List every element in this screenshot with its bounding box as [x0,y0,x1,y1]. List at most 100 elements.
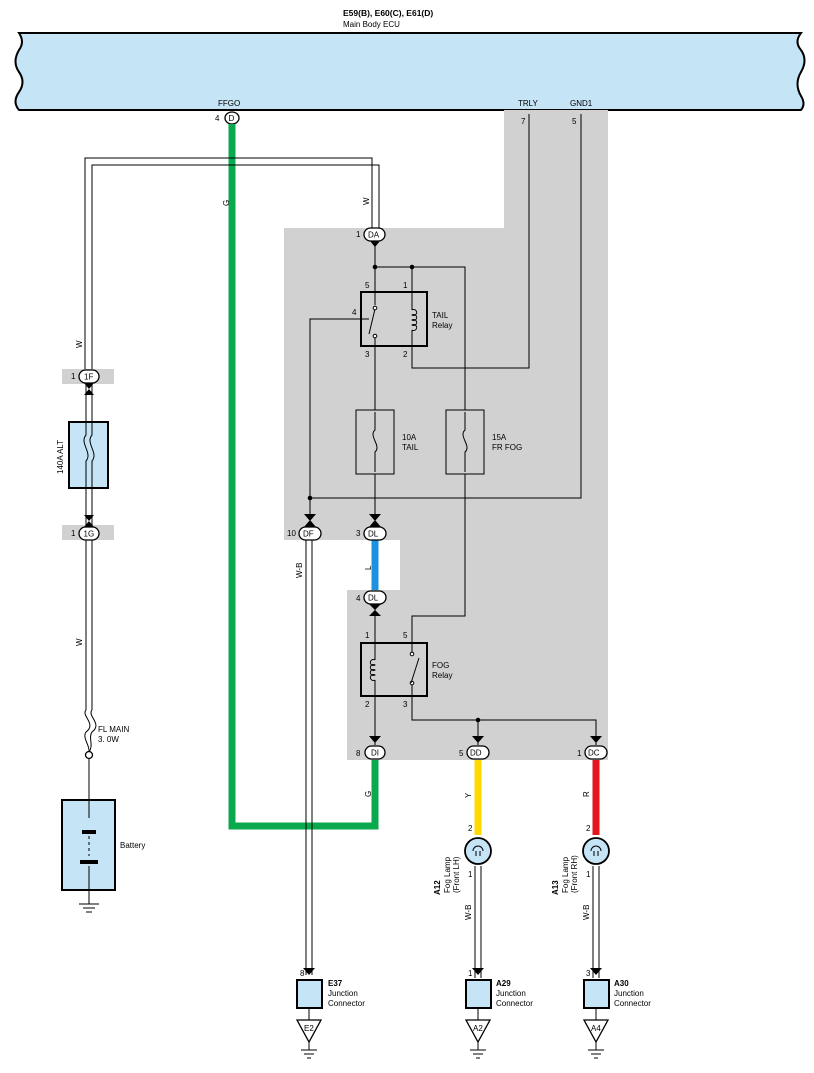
lamp-rh-code: A13 [551,880,560,895]
lamp-lh-name: Fog Lamp [443,856,452,893]
e37-line1: Junction [328,989,358,998]
wire-color-da: W [362,197,371,205]
ground-a4-label: A4 [591,1024,601,1033]
wire-color-lamp-rh: W-B [582,905,591,920]
fog-relay-pin-3: 3 [403,700,408,709]
wire-alt-links [85,384,93,525]
connector-dl-top: 3 DL [356,514,387,541]
pin-number-gnd1: 5 [572,117,577,126]
battery-label: Battery [120,841,145,850]
connector-1f-pin: 1 [71,372,76,381]
junction-connector-a29: 1 A29 Junction Connector A2 [464,969,533,1059]
lamp-lh-pin-bottom: 1 [468,870,473,879]
ecu-connectors-label: E59(B), E60(C), E61(D) [343,8,433,18]
wire-df-wb [305,540,313,975]
wire-w-outer [84,157,373,369]
lamp-rh-pin-top: 2 [586,824,591,833]
wire-color-alt-lower: W [75,638,84,646]
junction-connector-e37: 8 E37 Junction Connector E2 [295,969,365,1059]
lamp-rh-pin-bottom: 1 [586,870,591,879]
connector-dl-top-pin: 3 [356,529,361,538]
fuse-alt-label: 140A ALT [56,440,65,474]
connector-1g: 1 1G [71,515,100,541]
fog-relay-pin-1: 1 [365,631,370,640]
tail-relay-pin-3: 3 [365,350,370,359]
connector-dc: 1 DC [577,736,608,760]
fog-relay-pin-2: 2 [365,700,370,709]
wire-lamp-lh-ground [474,866,482,978]
a30-line1: Junction [614,989,644,998]
fuse-fr-fog: 15A FR FOG [445,409,522,475]
main-body-ecu [14,32,806,111]
connector-dl-top-code: DL [368,530,379,539]
fuse-tail-rating: 10A [402,433,417,442]
ground-a2-label: A2 [473,1024,483,1033]
lamp-rh-side: (Front RH) [570,855,579,893]
junction-block-shading [62,110,608,760]
fog-lamp-lh: 2 1 A12 Fog Lamp (Front LH) [433,824,492,895]
wire-color-df: W-B [295,563,304,578]
a30-pin: 3 [586,969,591,978]
fuse-fr-fog-rating: 15A [492,433,507,442]
a29-code: A29 [496,979,511,988]
lamp-lh-side: (Front LH) [452,856,461,893]
lamp-lh-code: A12 [433,880,442,895]
internal-circuit [307,114,597,745]
wire-ffgo-green [228,124,379,830]
pin-number-ffgo: 4 [215,114,220,123]
a29-line1: Junction [496,989,526,998]
ground-e2-label: E2 [304,1024,314,1033]
lamp-rh-name: Fog Lamp [561,856,570,893]
tail-relay-pin-1: 1 [403,281,408,290]
fog-relay-suffix: Relay [432,671,452,680]
connector-d: D [224,111,240,125]
connector-1f-code: 1F [84,373,93,382]
connector-df: 10 DF [287,514,322,541]
wire-color-alt: W [75,340,84,348]
wire-w-inner [91,164,380,369]
tail-relay: 5 1 4 3 2 TAIL Relay [352,281,452,359]
tail-relay-suffix: Relay [432,321,452,330]
a29-line2: Connector [496,999,533,1008]
junction-connector-a30: 3 A30 Junction Connector A4 [582,969,651,1059]
e37-code: E37 [328,979,343,988]
connector-dd: 5 DD [459,736,490,760]
fl-main-rating: 3. 0W [98,735,119,744]
connector-di: 8 DI [356,736,386,760]
lamp-lh-pin-top: 2 [468,824,473,833]
connector-df-code: DF [303,530,314,539]
fuse-fr-fog-name: FR FOG [492,443,522,452]
pin-label-ffgo: FFGO [218,99,240,108]
wire-lamp-rh-ground [592,866,600,978]
wire-color-dc: R [582,791,591,797]
fog-relay-pin-5: 5 [403,631,408,640]
wire-color-dd: Y [464,792,473,798]
fog-lamp-rh: 2 1 A13 Fog Lamp (Front RH) [551,824,610,895]
connector-dd-pin: 5 [459,749,464,758]
fuse-tail: 10A TAIL [355,409,419,475]
connector-da-pin: 1 [356,230,361,239]
connector-1g-code: 1G [84,530,95,539]
connector-dc-code: DC [588,749,600,758]
tail-relay-pin-4: 4 [352,308,357,317]
wire-color-lamp-lh: W-B [464,905,473,920]
e37-pin: 8 [300,969,305,978]
connector-df-pin: 10 [287,529,296,538]
connector-di-pin: 8 [356,749,361,758]
wire-color-l: L [364,565,373,570]
tail-relay-pin-5: 5 [365,281,370,290]
connector-dl-bottom: 4 DL [356,590,387,616]
fl-main-name: FL MAIN [98,725,129,734]
e37-arrow [303,968,315,975]
fusible-link-fl-main: FL MAIN 3. 0W [84,709,129,800]
pin-number-trly: 7 [521,117,526,126]
fog-relay: 1 5 2 3 FOG Relay [360,631,452,709]
connector-di-code: DI [371,749,379,758]
connector-dd-code: DD [470,749,482,758]
connector-d-code: D [229,114,235,123]
ecu-name-label: Main Body ECU [343,20,400,29]
battery: Battery [61,799,145,913]
fog-relay-name: FOG [432,661,449,670]
a30-arrow [590,968,602,975]
